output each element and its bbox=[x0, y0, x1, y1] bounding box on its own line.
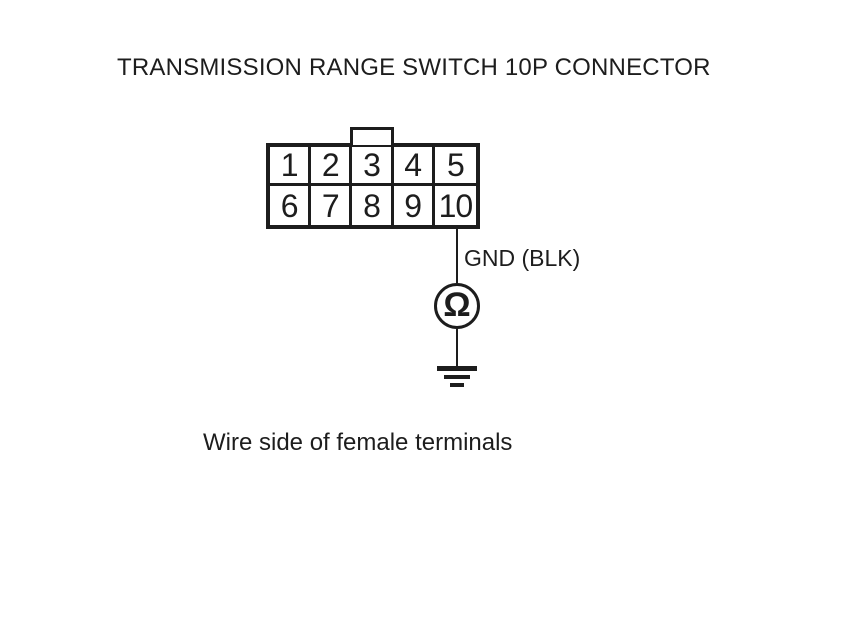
pin-cell-5: 5 bbox=[434, 147, 476, 186]
page-title: TRANSMISSION RANGE SWITCH 10P CONNECTOR bbox=[117, 54, 711, 81]
ground-bar-top bbox=[437, 366, 477, 371]
pin-cell-9: 9 bbox=[394, 186, 435, 225]
ground-bar-middle bbox=[444, 375, 470, 379]
pin-cell-10: 10 bbox=[438, 187, 474, 224]
pin-cell-7: 7 bbox=[311, 186, 353, 225]
pin-cell-2: 2 bbox=[311, 147, 353, 186]
connector-pin-grid: 1 2 3 4 5 6 7 8 9 10 bbox=[266, 143, 480, 229]
pin-cell-1: 1 bbox=[270, 147, 312, 186]
pin-cell-6: 6 bbox=[270, 186, 312, 225]
wire-label-gnd: GND (BLK) bbox=[464, 245, 581, 271]
wire-from-pin10 bbox=[456, 229, 458, 283]
ground-icon bbox=[436, 366, 478, 387]
ohmmeter-icon: Ω bbox=[434, 283, 480, 329]
caption-wire-side: Wire side of female terminals bbox=[203, 429, 513, 456]
ohm-symbol: Ω bbox=[443, 286, 471, 324]
ground-bar-bottom bbox=[450, 383, 464, 387]
connector-key-tab bbox=[350, 127, 394, 145]
pin-cell-3: 3 bbox=[352, 147, 394, 186]
pin-cell-4: 4 bbox=[393, 147, 435, 186]
wire-to-ground bbox=[456, 329, 458, 366]
pin-cell-8: 8 bbox=[352, 186, 394, 225]
